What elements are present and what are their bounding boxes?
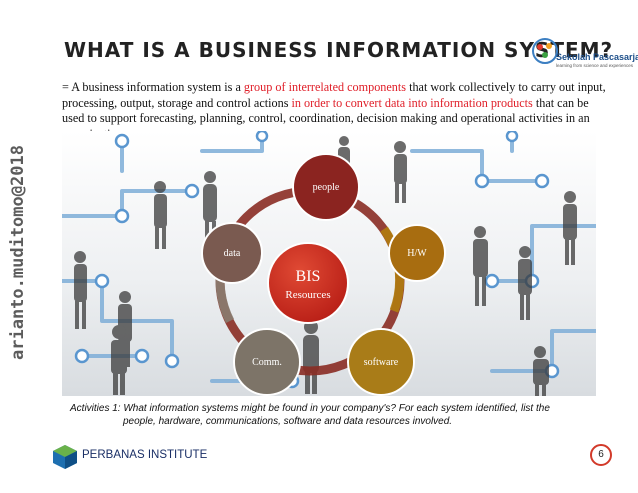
node-software	[347, 328, 415, 396]
center-subtitle: Resources	[285, 289, 330, 301]
node-people-label: people	[313, 182, 340, 193]
network-banner: BIS Resources people H/W software Comm. …	[60, 129, 598, 396]
center-title: BIS	[296, 268, 321, 285]
intro-paragraph: = A business information system is a gro…	[62, 80, 610, 142]
perbanas-emblem-icon	[53, 445, 77, 469]
node-hw	[388, 224, 446, 282]
logo-name: Sekolah Pascasarjana	[556, 52, 638, 62]
intro-highlight-1: group of interrelated components	[243, 80, 407, 94]
side-credit: arianto.muditomo@2018	[8, 145, 28, 360]
activities-line-2: people, hardware, communications, softwa…	[123, 415, 453, 427]
page-number: 6	[590, 444, 612, 466]
node-data	[201, 222, 263, 284]
node-hw-label: H/W	[407, 248, 427, 259]
node-comm-label: Comm.	[252, 357, 282, 368]
node-software-label: software	[364, 357, 399, 368]
intro-text-2: that work collectively to carry out inpu…	[62, 80, 606, 110]
activities-note: Activities 1: What information systems m…	[70, 403, 590, 428]
node-comm	[233, 328, 301, 396]
intro-highlight-2: in order to convert data into informatio…	[291, 95, 533, 110]
perbanas-name: PERBANAS INSTITUTE	[82, 449, 208, 461]
people-silhouettes	[74, 136, 577, 396]
center-bis-circle	[267, 242, 349, 324]
pascasarjana-emblem-icon	[532, 38, 558, 64]
slide-title: WHAT IS A BUSINESS INFORMATION SYSTEM?	[64, 38, 614, 62]
intro-text-1: = A business information system is a	[62, 80, 244, 94]
node-data-label: data	[224, 248, 241, 259]
bis-cycle-diagram: BIS Resources people H/W software Comm. …	[201, 153, 446, 396]
activities-line-1: Activities 1: What information systems m…	[70, 403, 550, 414]
logo-tagline: learning from science and experiences	[556, 63, 634, 68]
perbanas-logo: PERBANAS INSTITUTE	[52, 444, 252, 470]
sekolah-pascasarjana-logo: Sekolah Pascasarjana learning from scien…	[530, 30, 638, 80]
node-people	[292, 153, 360, 221]
